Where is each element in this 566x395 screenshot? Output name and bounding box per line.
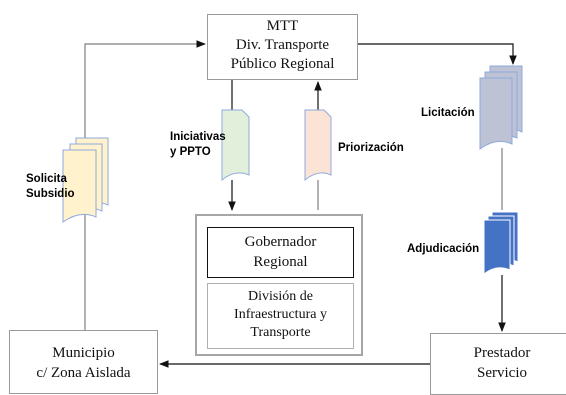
municipio-line1: Municipio	[52, 345, 115, 361]
mtt-title: MTT	[266, 18, 299, 34]
gobernador-node: Gobernador Regional	[207, 227, 354, 278]
solicita-label: Solicita Subsidio	[26, 172, 75, 202]
prestador-line1: Prestador	[473, 345, 531, 361]
division-node: División de Infraestructura y Transporte	[207, 283, 354, 349]
gobernador-line2: Regional	[253, 254, 308, 270]
iniciativas-label: Iniciativas y PPTO	[170, 130, 226, 160]
priorizacion-label: Priorización	[338, 142, 404, 154]
licitacion-label: Licitación	[421, 107, 475, 119]
iniciativas-line2: y PPTO	[170, 146, 211, 158]
adjudicacion-label: Adjudicación	[407, 243, 480, 255]
iniciativas-document-icon	[221, 109, 250, 182]
solicita-document-icon	[62, 137, 109, 223]
division-line3: Transporte	[250, 325, 311, 340]
municipio-node: Municipio c/ Zona Aislada	[9, 330, 158, 394]
division-line2: Infraestructura y	[234, 307, 327, 322]
adjudicacion-document-icon	[483, 211, 519, 276]
municipio-line2: c/ Zona Aislada	[36, 365, 131, 381]
division-line1: División de	[248, 289, 313, 304]
iniciativas-line1: Iniciativas	[170, 131, 226, 143]
prestador-line2: Servicio	[477, 365, 527, 381]
solicita-line1: Solicita	[26, 173, 67, 185]
licitacion-document-icon	[479, 65, 523, 150]
priorizacion-document-icon	[304, 109, 332, 182]
arrow-municipio-to-mtt	[84, 40, 206, 330]
mtt-node: MTT Div. Transporte Público Regional	[207, 14, 358, 80]
mtt-subtitle-2: Público Regional	[230, 56, 335, 72]
prestador-node: Prestador Servicio	[430, 333, 566, 395]
gobernador-line1: Gobernador	[244, 234, 317, 250]
arrow-mtt-to-licitacion	[358, 43, 517, 65]
solicita-line2: Subsidio	[26, 188, 75, 200]
mtt-subtitle-1: Div. Transporte	[235, 37, 330, 53]
